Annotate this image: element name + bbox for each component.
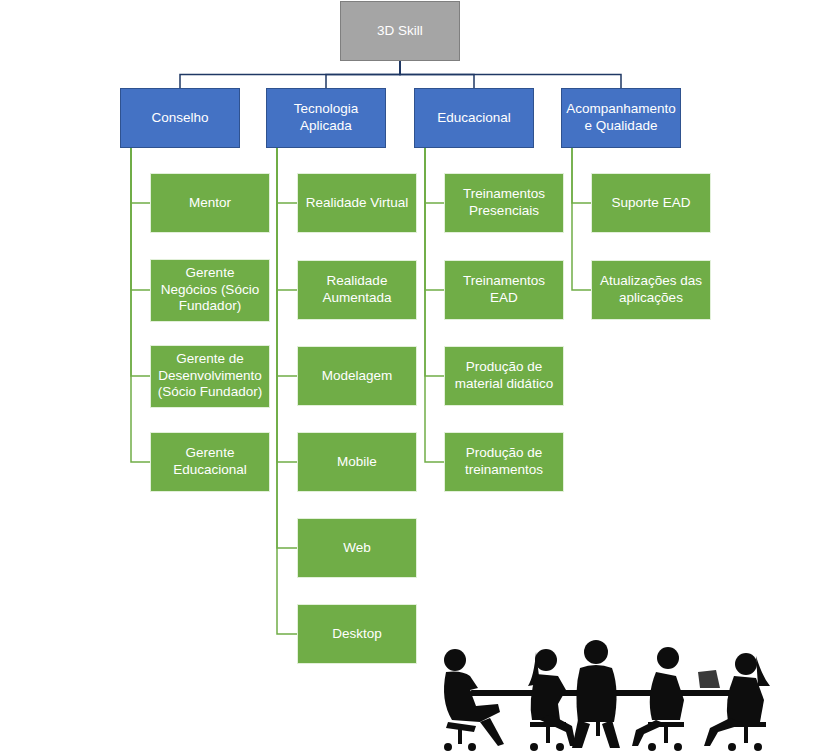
org-root-box: 3D Skill — [340, 1, 460, 61]
node-label: Gerente Educacional — [156, 445, 264, 479]
role-box: Realidade Aumentada — [297, 260, 417, 320]
role-box: Produção de material didático — [444, 346, 564, 406]
role-box: Mentor — [150, 173, 270, 233]
node-label: Suporte EAD — [612, 195, 691, 212]
org-connector — [572, 148, 591, 290]
node-label: Gerente de Desenvolvimento (Sócio Fundad… — [156, 351, 264, 402]
department-box: Conselho — [120, 88, 240, 148]
org-connector — [425, 148, 444, 376]
node-label: Acompanhamento e Qualidade — [566, 101, 676, 135]
node-label: Mentor — [189, 195, 231, 212]
role-box: Produção de treinamentos — [444, 432, 564, 492]
org-connector — [277, 148, 297, 203]
role-box: Web — [297, 518, 417, 578]
org-connector — [277, 148, 297, 290]
org-connector — [277, 148, 297, 634]
org-connector — [277, 148, 297, 548]
node-label: Treinamentos Presenciais — [450, 186, 558, 220]
node-label: Conselho — [151, 110, 208, 127]
department-box: Tecnologia Aplicada — [266, 88, 386, 148]
node-label: Modelagem — [322, 368, 393, 385]
people-silhouettes — [444, 640, 770, 751]
role-box: Mobile — [297, 432, 417, 492]
node-label: Desktop — [332, 626, 382, 643]
org-connector — [425, 148, 444, 290]
node-label: Gerente Negócios (Sócio Fundador) — [156, 265, 264, 316]
node-label: Mobile — [337, 454, 377, 471]
role-box: Atualizações das aplicações — [591, 260, 711, 320]
department-box: Educacional — [414, 88, 534, 148]
role-box: Treinamentos Presenciais — [444, 173, 564, 233]
node-label: Atualizações das aplicações — [597, 273, 705, 307]
org-connector — [277, 148, 297, 376]
org-connector — [572, 148, 591, 203]
node-label: Web — [343, 540, 371, 557]
org-connector — [131, 148, 150, 203]
org-connector — [277, 148, 297, 462]
org-connector — [400, 61, 621, 88]
role-box: Gerente de Desenvolvimento (Sócio Fundad… — [150, 345, 270, 408]
role-box: Gerente Negócios (Sócio Fundador) — [150, 259, 270, 322]
node-label: Produção de treinamentos — [450, 445, 558, 479]
org-connector — [180, 61, 400, 88]
node-label: Produção de material didático — [450, 359, 558, 393]
org-connector — [131, 148, 150, 290]
org-connector — [131, 148, 150, 376]
role-box: Treinamentos EAD — [444, 260, 564, 320]
org-connector — [131, 148, 150, 462]
node-label: Educacional — [437, 110, 511, 127]
role-box: Realidade Virtual — [297, 173, 417, 233]
node-label: Tecnologia Aplicada — [272, 101, 380, 135]
role-box: Suporte EAD — [591, 173, 711, 233]
node-label: Treinamentos EAD — [450, 273, 558, 307]
node-label: Realidade Aumentada — [303, 273, 411, 307]
node-label: 3D Skill — [377, 23, 423, 40]
role-box: Gerente Educacional — [150, 432, 270, 492]
role-box: Desktop — [297, 604, 417, 664]
role-box: Modelagem — [297, 346, 417, 406]
org-connector — [326, 61, 400, 88]
department-box: Acompanhamento e Qualidade — [561, 88, 681, 148]
org-connector — [425, 148, 444, 203]
org-connector — [425, 148, 444, 462]
node-label: Realidade Virtual — [306, 195, 409, 212]
